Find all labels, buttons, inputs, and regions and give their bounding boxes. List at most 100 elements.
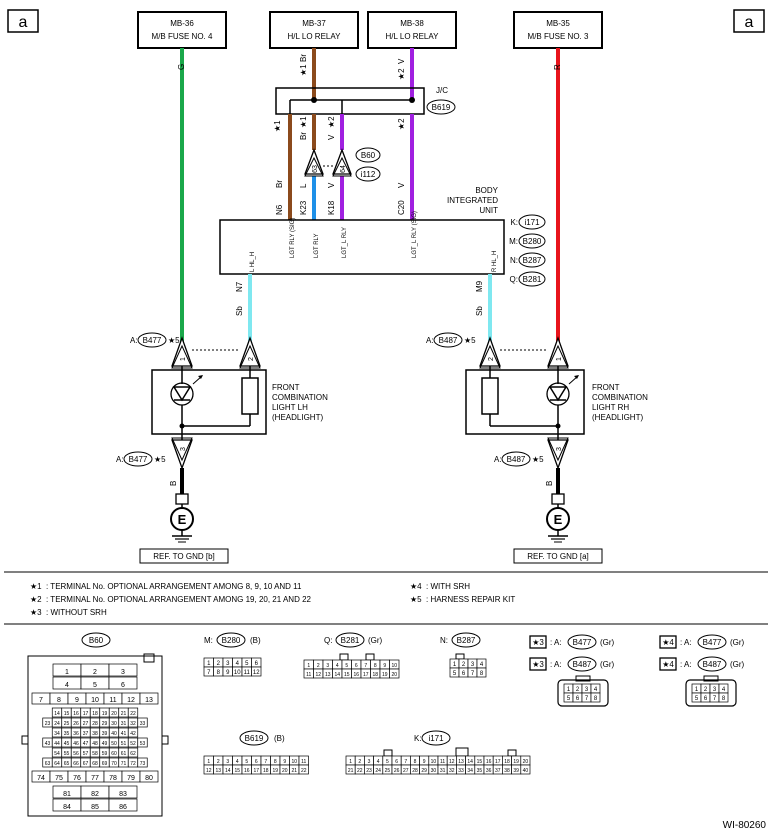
wire-label-br-n6: Br — [275, 180, 284, 188]
note-3-key: ★3 — [30, 608, 42, 617]
wire-label-r: R — [553, 64, 562, 70]
b60-pin: 38 — [92, 731, 98, 737]
ground-label-right: E — [554, 512, 563, 527]
small-face-pin: 5 — [695, 696, 699, 702]
small-conn-1-oval — [567, 656, 597, 672]
note-2-text: : TERMINAL No. OPTIONAL ARRANGEMENT AMON… — [46, 595, 312, 604]
b60-pin: 7 — [39, 697, 43, 704]
b60-pin: 60 — [111, 751, 117, 757]
sig-lgt-rly-sig: LGT RLY (SIG) — [290, 218, 296, 258]
small-face-pin: 2 — [704, 687, 708, 693]
small-conn-star-box — [659, 635, 677, 649]
term-m9: M9 — [475, 280, 484, 292]
wire-label-br-mid: Br — [299, 132, 308, 140]
star1-top: ★1 — [299, 64, 308, 76]
small-face-pin: 5 — [567, 696, 571, 702]
small-face-pin: 8 — [594, 696, 598, 702]
b281-pin: 10 — [391, 663, 397, 669]
lh-pin-3: 3 — [180, 447, 187, 451]
b60-pin: 84 — [63, 804, 71, 811]
b280-pin: 6 — [255, 661, 259, 667]
wire-label-br-top: Br — [299, 54, 308, 62]
b60-pin: 18 — [92, 711, 98, 717]
lh-name-2: COMBINATION — [272, 393, 328, 402]
rh-conn-bot: B487 — [507, 455, 526, 464]
bridge-connector-64: 64 — [332, 148, 352, 177]
small-face-pin: 6 — [704, 696, 708, 702]
b287-pin: 1 — [453, 662, 457, 668]
small-conn-star-box — [659, 657, 677, 671]
page-marker-left-label: a — [19, 14, 28, 31]
lh-name-1: FRONT — [272, 383, 300, 392]
small-conn-color: (Gr) — [730, 660, 745, 669]
i171-pin: 5 — [386, 759, 389, 765]
rh-conn-prefix-bot: A: — [494, 455, 502, 464]
rh-led-icon — [548, 386, 568, 402]
i171-pin: 38 — [504, 768, 510, 774]
b281-pin: 13 — [325, 672, 331, 678]
b281-pin: 20 — [391, 672, 397, 678]
ref-gnd-left — [139, 548, 229, 564]
i112-oval — [355, 166, 381, 182]
small-conn-color: (Gr) — [600, 660, 615, 669]
b60-pin: 6 — [121, 682, 125, 689]
b287-conn-label: B287 — [457, 636, 476, 645]
lh-pin-1: 1 — [180, 357, 187, 361]
doc-id: WI-80260 — [723, 820, 767, 831]
small-conn-1-label: B487 — [573, 660, 592, 669]
b619-pin: 9 — [283, 759, 286, 765]
b280-color: (B) — [250, 636, 261, 645]
i171-prefix: K: — [414, 734, 422, 743]
b281-pin: 14 — [334, 672, 340, 678]
b60-pin: 32 — [130, 721, 136, 727]
star2-a: ★2 — [327, 116, 336, 128]
b281-pin: 16 — [353, 672, 359, 678]
star1-a: ★1 — [273, 120, 282, 132]
star2-b: ★2 — [397, 118, 406, 130]
small-conn-2-label: B477 — [703, 638, 722, 647]
b60-pin: 22 — [130, 711, 136, 717]
b60-pin: 47 — [83, 741, 89, 747]
b60-pin: 14 — [54, 711, 60, 717]
b281-pin: 15 — [344, 672, 350, 678]
lh-conn-top: B477 — [143, 336, 162, 345]
b619-pin: 18 — [263, 768, 269, 774]
biu-conn-q-key: Q: — [510, 275, 518, 284]
b60-pin: 76 — [73, 775, 81, 782]
b60-pin: 83 — [119, 791, 127, 798]
b60-pin: 16 — [73, 711, 79, 717]
b280-pin: 1 — [207, 661, 211, 667]
b619-pin: 14 — [225, 768, 231, 774]
small-conn-prefix: : A: — [550, 660, 562, 669]
box-mb35-code: MB-35 — [546, 19, 570, 28]
i171-pin: 24 — [375, 768, 381, 774]
note-4-key: ★4 — [410, 582, 422, 591]
b60-pin: 2 — [93, 669, 97, 676]
sig-r-hl-h: R HL_H — [492, 251, 498, 272]
small-conn-star: ★3 — [532, 638, 544, 647]
b281-pin: 4 — [336, 663, 339, 669]
b60-pin: 37 — [83, 731, 89, 737]
b60-pin: 79 — [127, 775, 135, 782]
b619-pin: 19 — [272, 768, 278, 774]
i171-pin: 26 — [394, 768, 400, 774]
b60-pin: 36 — [73, 731, 79, 737]
b60-pin: 12 — [127, 697, 135, 704]
small-conn-prefix: : A: — [550, 638, 562, 647]
jc-node-1 — [311, 97, 317, 103]
box-mb35: MB-35 M/B FUSE NO. 3 — [513, 11, 603, 49]
b619-pin: 22 — [301, 768, 307, 774]
b60-pin: 9 — [75, 697, 79, 704]
i171-pin: 33 — [458, 768, 464, 774]
small-conn-0-label: B477 — [573, 638, 592, 647]
box-mb37-code: MB-37 — [302, 19, 326, 28]
b280-conn-oval — [216, 632, 246, 648]
b60-pin: 8 — [57, 697, 61, 704]
b60-cell — [127, 747, 139, 758]
small-face-pin: 8 — [722, 696, 726, 702]
b60-pin: 11 — [109, 697, 116, 704]
b60-pin: 55 — [64, 751, 70, 757]
b60-oval — [355, 147, 381, 163]
b619-pin: 8 — [274, 759, 277, 765]
